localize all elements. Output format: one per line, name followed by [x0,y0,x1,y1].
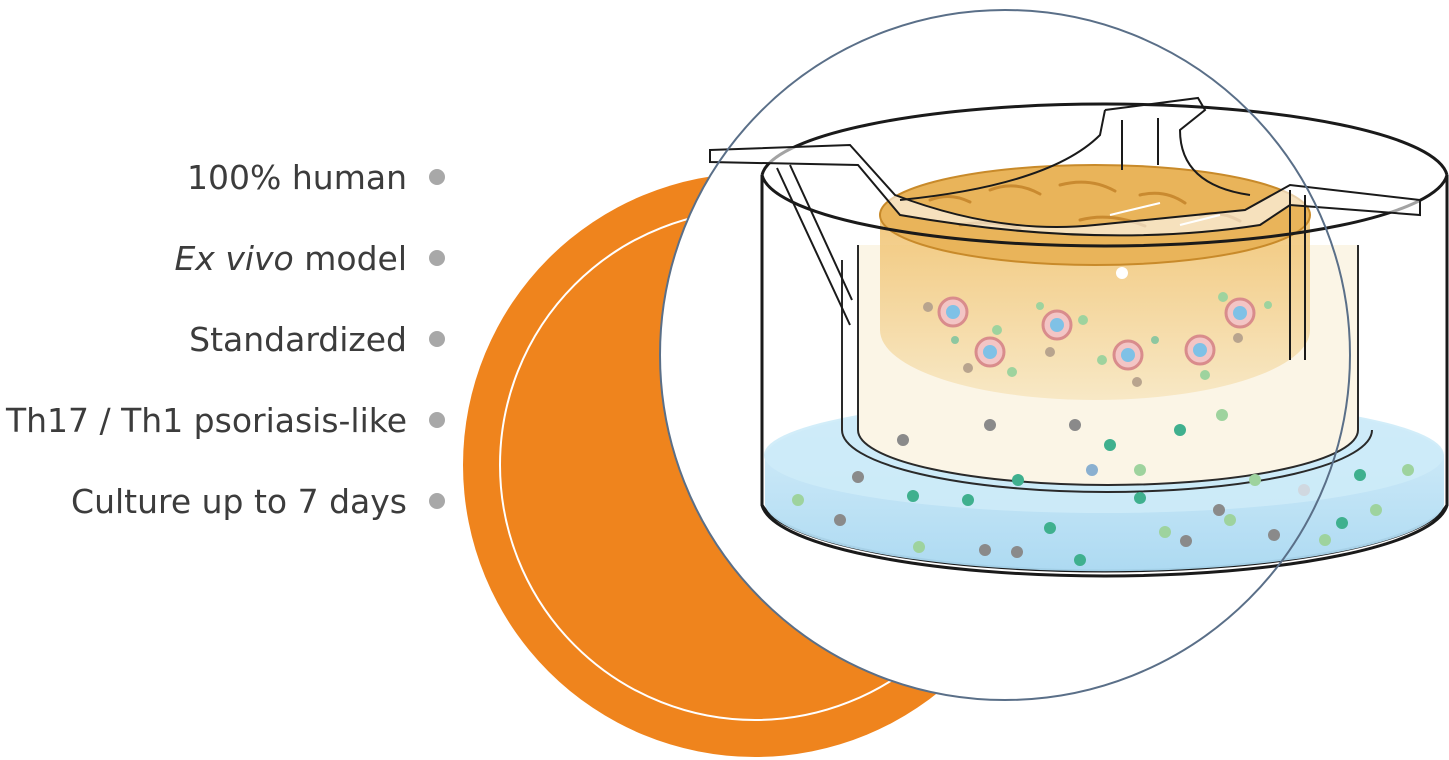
feature-item: Th17 / Th1 psoriasis-like [6,398,445,442]
culture-insert-illustration [709,96,1449,578]
bullet-dot-icon [429,412,445,428]
magnifier-lens [659,9,1351,701]
feature-item: Culture up to 7 days [71,479,445,523]
feature-item: Standardized [189,317,445,361]
bullet-dot-icon [429,493,445,509]
feature-item: Ex vivo model [174,236,445,280]
bullet-dot-icon [429,169,445,185]
feature-label: Culture up to 7 days [71,481,407,521]
feature-label: Ex vivo model [174,239,407,278]
feature-label-italic: Ex vivo [174,238,294,278]
immune-cells [937,296,1256,371]
feature-label: Standardized [189,319,407,359]
feature-list: 100% human Ex vivo model Standardized Th… [0,0,460,760]
particles [792,292,1414,566]
feature-label: 100% human [187,157,407,197]
bullet-dot-icon [429,331,445,347]
feature-label-rest: model [293,238,407,278]
feature-label: Th17 / Th1 psoriasis-like [5,400,407,440]
bullet-dot-icon [429,250,445,266]
feature-item: 100% human [187,155,445,199]
